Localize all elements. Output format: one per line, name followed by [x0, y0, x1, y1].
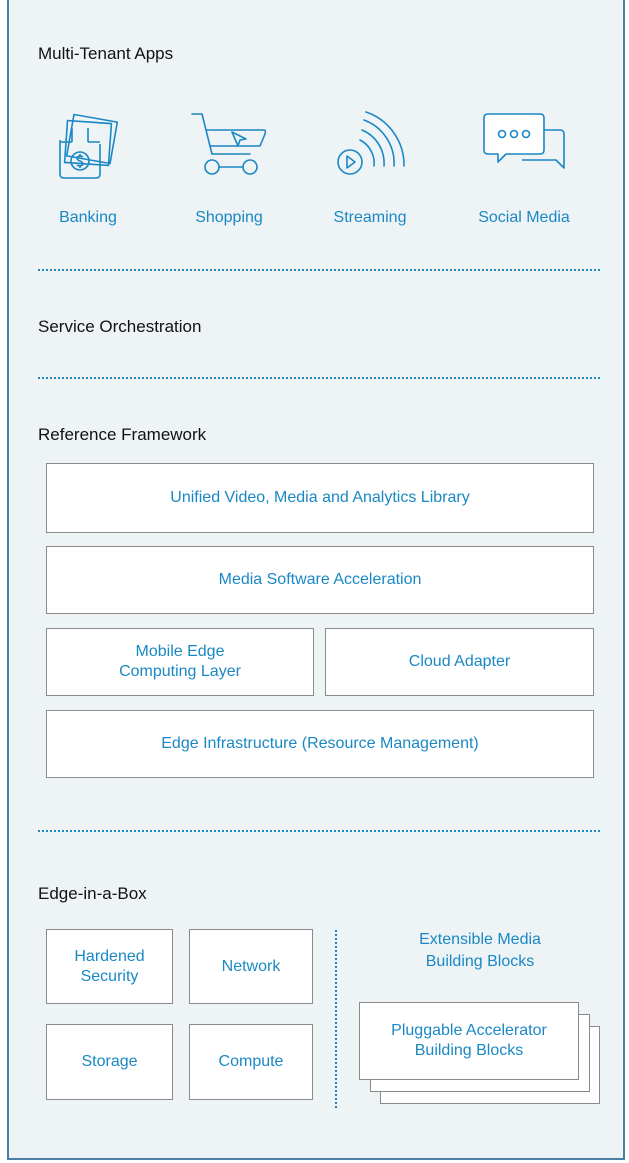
layer-mobile-edge: Mobile Edge Computing Layer — [46, 628, 314, 696]
social-media-chat-icon — [483, 113, 565, 169]
streaming-icon — [337, 111, 405, 175]
section-heading-edge-box: Edge-in-a-Box — [38, 884, 147, 903]
block-compute-label: Compute — [218, 1053, 284, 1070]
extensible-media-label: Extensible Media Building Blocks — [419, 931, 541, 970]
layer-edge-infrastructure-label: Edge Infrastructure (Resource Management… — [161, 735, 479, 752]
divider — [38, 830, 600, 832]
section-heading-apps: Multi-Tenant Apps — [38, 44, 174, 63]
block-hardened-security-label: Hardened Security — [74, 947, 145, 985]
block-pluggable-accelerator: Pluggable Accelerator Building Blocks — [359, 1002, 579, 1080]
layer-video-library: Unified Video, Media and Analytics Libra… — [46, 463, 594, 533]
app-label-streaming: Streaming — [333, 209, 407, 226]
banking-icon — [59, 113, 119, 179]
app-label-social-media: Social Media — [478, 209, 570, 226]
block-pluggable-accelerator-label: Pluggable Accelerator Building Blocks — [391, 1022, 547, 1059]
app-label-shopping: Shopping — [195, 209, 263, 226]
layer-cloud-adapter: Cloud Adapter — [325, 628, 594, 696]
divider — [38, 377, 600, 379]
block-hardened-security: Hardened Security — [46, 929, 173, 1004]
section-heading-framework: Reference Framework — [38, 425, 207, 444]
app-label-banking: Banking — [59, 209, 117, 226]
layer-media-sw-acceleration-label: Media Software Acceleration — [218, 571, 422, 588]
block-compute: Compute — [189, 1024, 313, 1100]
layer-mobile-edge-label: Mobile Edge Computing Layer — [119, 643, 241, 680]
block-network-label: Network — [221, 957, 281, 975]
layer-media-sw-acceleration: Media Software Acceleration — [46, 546, 594, 614]
vertical-divider — [335, 930, 337, 1108]
shopping-cart-icon — [191, 113, 267, 175]
block-storage: Storage — [46, 1024, 173, 1100]
block-network: Network — [189, 929, 313, 1004]
layer-video-library-label: Unified Video, Media and Analytics Libra… — [170, 489, 470, 506]
layer-edge-infrastructure: Edge Infrastructure (Resource Management… — [46, 710, 594, 778]
layer-cloud-adapter-label: Cloud Adapter — [408, 653, 511, 670]
block-storage-label: Storage — [81, 1053, 138, 1070]
section-heading-orchestration: Service Orchestration — [38, 317, 202, 336]
divider — [38, 269, 600, 271]
